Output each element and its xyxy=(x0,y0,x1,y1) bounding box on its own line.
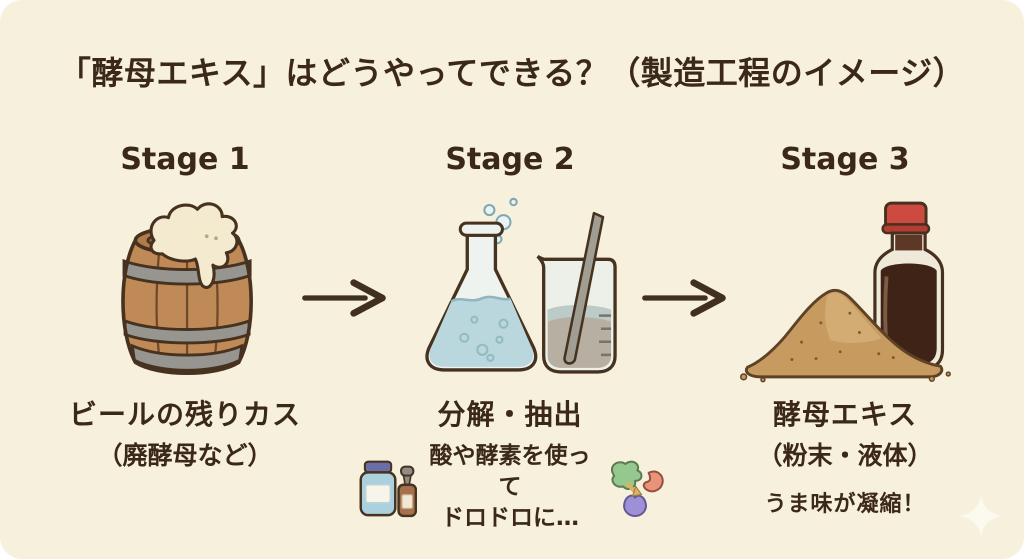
flask-beaker-icon xyxy=(425,197,617,374)
stage-3-subcaption: （粉末・液体） xyxy=(757,441,933,470)
stage-1-caption: ビールの残りカス xyxy=(68,398,301,431)
stage-3-caption: 酵母エキス xyxy=(772,398,918,431)
right-arrow-icon xyxy=(300,276,392,324)
stage-2-illustration xyxy=(355,183,665,383)
right-arrow-icon xyxy=(640,276,732,324)
stage-2-caption: 分解・抽出 xyxy=(437,398,583,431)
stage-2-note-text: 酸や酵素を使って ドロドロに… xyxy=(423,441,596,534)
stage-3-illustration xyxy=(690,183,1000,383)
stage-1-illustration xyxy=(30,183,340,383)
stage-1-label: Stage 1 xyxy=(120,142,250,177)
reagent-bottles-icon xyxy=(359,460,418,517)
stage-2-label: Stage 2 xyxy=(445,142,575,177)
page-title: 「酵母エキス」はどうやってできる？（製造工程のイメージ） xyxy=(58,54,966,92)
stage-1-subcaption: （廃酵母など） xyxy=(97,441,273,470)
sparkle-icon xyxy=(958,493,1004,543)
stage-1-column: Stage 1 xyxy=(30,142,340,472)
stage-2-note-row: 酸や酵素を使って ドロドロに… xyxy=(355,441,665,534)
stage-3-column: Stage 3 xyxy=(690,142,1000,518)
stage-2-note-line1: 酸や酵素を使って xyxy=(429,443,591,501)
stage-2-column: Stage 2 xyxy=(355,142,665,534)
beer-barrel-foam-icon xyxy=(121,202,253,375)
stage-3-note: うま味が凝縮！ xyxy=(764,492,926,517)
molecule-blobs-icon xyxy=(610,460,664,517)
stage-3-label: Stage 3 xyxy=(780,142,910,177)
powder-bottle-icon xyxy=(740,201,951,383)
stage-2-note-line2: ドロドロに… xyxy=(441,505,579,532)
